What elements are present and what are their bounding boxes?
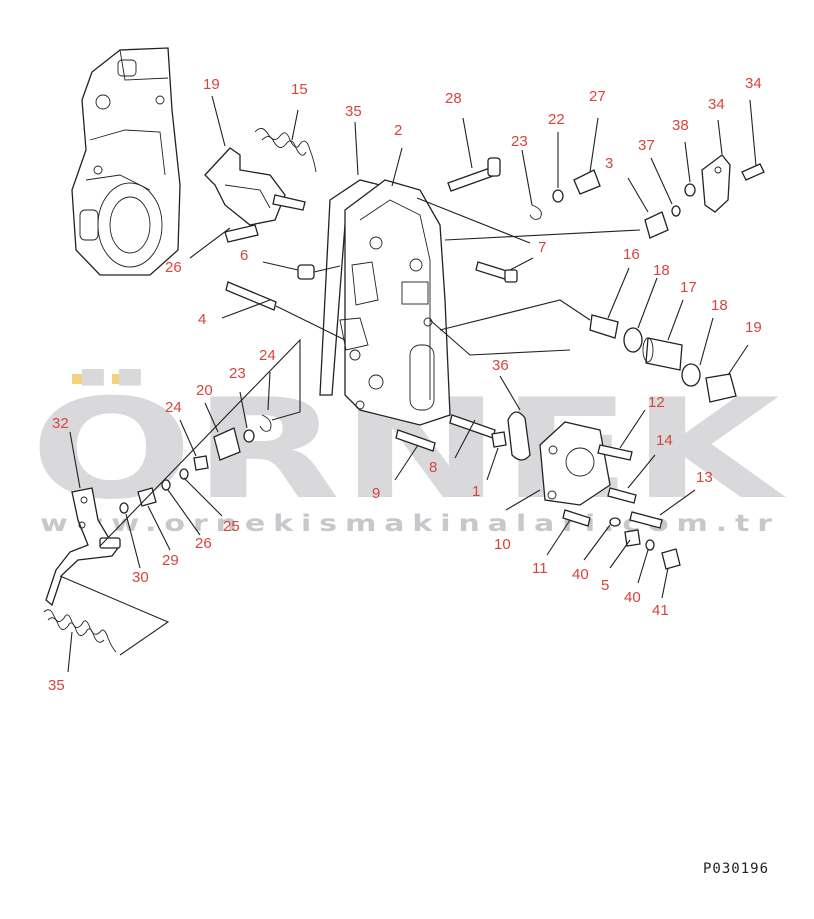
washer-40-drawing: [609, 517, 655, 551]
watermark-accent-mark: [112, 374, 134, 384]
callout-40-a: 40: [572, 566, 589, 583]
bolt-12-drawing: [597, 444, 633, 461]
cover-plate-2-drawing: [339, 179, 451, 426]
watermark-accent-mark: [72, 374, 94, 384]
bolt-14-drawing: [607, 487, 637, 504]
callout-13: 13: [696, 469, 713, 486]
callout-25: 25: [223, 518, 240, 535]
callout-35: 35: [48, 677, 65, 694]
callout-labels: 19 15 35 2 28 23 22 27 3 37 38 34 34 26 …: [48, 75, 762, 694]
callout-36: 37: [638, 137, 655, 154]
lever-32-drawing: [45, 487, 121, 607]
callout-18-top: 18: [653, 262, 670, 279]
callout-30: 30: [132, 569, 149, 586]
nut-1-drawing: [491, 431, 507, 448]
callout-22-left: 23: [229, 365, 246, 382]
callout-29: 29: [162, 552, 179, 569]
fitting-21-drawing: [213, 427, 241, 461]
callout-41: 41: [652, 602, 669, 619]
callout-39: 36: [492, 357, 509, 374]
washer-18b-drawing: [681, 363, 701, 387]
bolt-6-drawing: [297, 264, 341, 280]
bolt-8-drawing: [395, 429, 436, 452]
bolt-13-drawing: [629, 511, 663, 529]
callout-24: 24: [165, 399, 182, 416]
callout-12: 12: [648, 394, 665, 411]
washer-25-drawing: [179, 468, 189, 480]
callout-23-top: 23: [511, 133, 528, 150]
spring-35-drawing: [43, 609, 117, 653]
callout-1: 1: [472, 483, 480, 500]
bolt-31-drawing: [447, 157, 501, 192]
callout-18-bottom: 18: [711, 297, 728, 314]
callout-5: 5: [601, 577, 609, 594]
ring-36-drawing: [671, 205, 681, 217]
callout-14: 14: [656, 432, 673, 449]
callout-31: 28: [445, 90, 462, 107]
callout-19: 19: [745, 319, 762, 336]
washer-30-drawing: [119, 502, 129, 514]
callout-20: 19: [203, 76, 220, 93]
spring-15-drawing: [254, 128, 317, 173]
ring-37-drawing: [684, 183, 696, 197]
bolt-7-drawing: [475, 261, 518, 283]
cap-19-drawing: [705, 373, 737, 403]
governor-housing-drawing: [71, 47, 181, 276]
clip-23-left-drawing: [259, 414, 272, 432]
callout-34: 34: [745, 75, 762, 92]
callout-27: 27: [589, 88, 606, 105]
leader-lines: [59, 95, 757, 673]
clip-23-top-drawing: [529, 204, 542, 220]
callout-17: 17: [680, 279, 697, 296]
callout-8: 8: [429, 459, 437, 476]
callout-38: 35: [345, 103, 362, 120]
nut-24-drawing: [193, 455, 209, 471]
callout-7: 7: [538, 239, 546, 256]
o-ring-39-drawing: [507, 411, 531, 461]
callout-15: 15: [291, 81, 308, 98]
watermark-site: www.ornekismakinalari.com.tr: [40, 511, 780, 537]
callout-10: 10: [494, 536, 511, 553]
callout-2: 2: [394, 122, 402, 139]
callout-3: 3: [605, 155, 613, 172]
callout-26: 26: [195, 535, 212, 552]
callout-11: 11: [532, 560, 548, 577]
plug-27-drawing: [573, 169, 601, 195]
callout-9: 9: [372, 485, 380, 502]
callout-32: 32: [52, 415, 69, 432]
callout-6: 6: [240, 247, 248, 264]
callout-40-b: 40: [624, 589, 641, 606]
bracket-33-drawing: [701, 154, 731, 213]
callout-28: 26: [165, 259, 182, 276]
ball-22-top-drawing: [552, 189, 564, 203]
bolt-11-drawing: [562, 509, 591, 527]
washer-26-drawing: [161, 479, 171, 491]
drawing-code: P030196: [703, 861, 769, 877]
lever-20-drawing: [204, 147, 306, 243]
sleeve-16-drawing: [589, 314, 619, 339]
bolt-34-drawing: [741, 163, 765, 181]
ball-22-left-drawing: [243, 429, 255, 443]
callout-22-top: 22: [548, 111, 565, 128]
callout-4: 4: [198, 311, 206, 328]
callout-37: 38: [672, 117, 689, 134]
cover-10-drawing: [539, 421, 611, 506]
callout-33: 34: [708, 96, 725, 113]
fitting-3-drawing: [644, 211, 669, 239]
plug-41-drawing: [661, 548, 681, 570]
callout-16: 16: [623, 246, 640, 263]
callout-21: 20: [196, 382, 213, 399]
cylinder-17-drawing: [642, 337, 683, 371]
callout-23-left: 24: [259, 347, 276, 364]
washer-18-drawing: [623, 327, 643, 353]
